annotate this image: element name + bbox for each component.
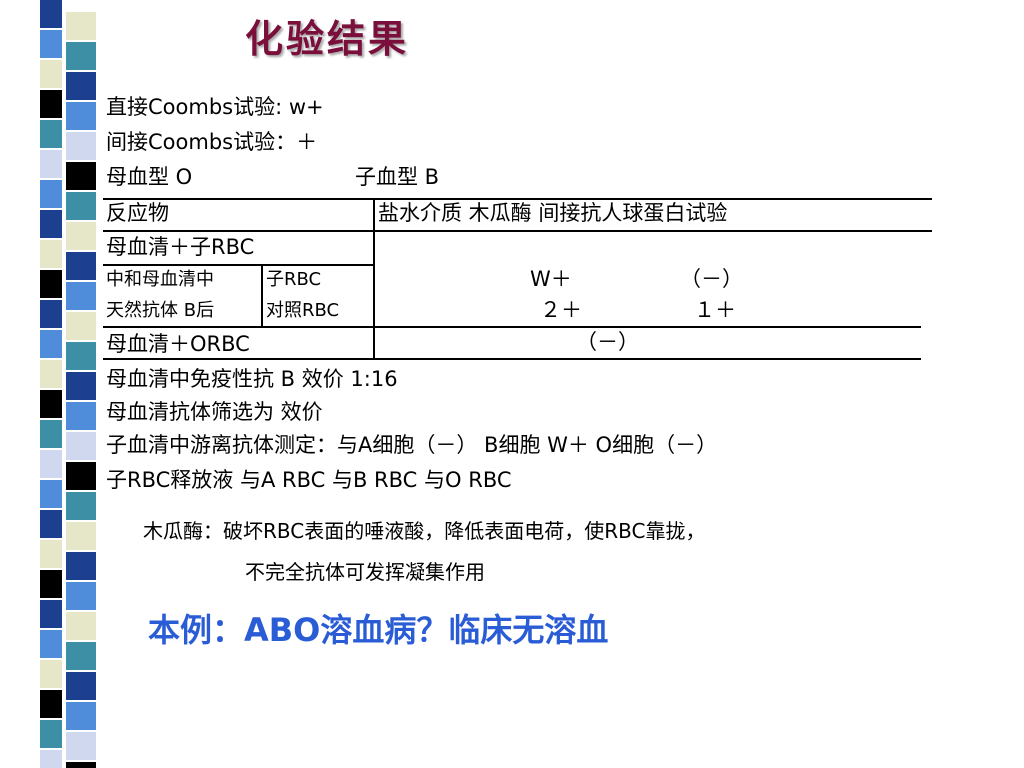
stripe-block — [40, 630, 62, 658]
table-rule-bottom — [103, 358, 921, 360]
stripe-block — [66, 402, 96, 430]
table-row3-cell: 对照RBC — [266, 300, 340, 321]
stripe-block — [40, 150, 62, 178]
stripe-block — [66, 192, 96, 220]
eluate-test: 子RBC释放液 与A RBC 与B RBC 与O RBC — [106, 468, 512, 492]
stripe-block — [66, 552, 96, 580]
stripe-block — [66, 12, 96, 40]
stripe-block — [66, 672, 96, 700]
table-rule-top — [103, 198, 932, 200]
stripe-block — [40, 420, 62, 448]
stripe-block — [66, 102, 96, 130]
stripe-block — [66, 762, 96, 768]
stripe-block — [66, 42, 96, 70]
table-row2-label: 中和母血清中 — [106, 269, 214, 290]
stripe-block — [40, 30, 62, 58]
table-rule-header — [103, 230, 932, 232]
stripe-block — [66, 432, 96, 460]
stripe-block — [66, 222, 96, 250]
conclusion: 本例：ABO溶血病？临床无溶血 — [148, 611, 609, 649]
stripe-block — [66, 312, 96, 340]
stripe-block — [40, 270, 62, 298]
stripe-block — [66, 372, 96, 400]
stripe-block — [40, 0, 62, 28]
stripe-block — [40, 510, 62, 538]
stripe-block — [66, 342, 96, 370]
table-rule-row1 — [103, 264, 375, 266]
table-row3-label: 天然抗体 B后 — [106, 300, 215, 321]
stripe-block — [66, 732, 96, 760]
stripe-block — [40, 180, 62, 208]
stripe-block — [40, 660, 62, 688]
maternal-antibody-titer: 母血清中免疫性抗 B 效价 1:16 — [106, 367, 398, 391]
stripe-block — [66, 282, 96, 310]
stripe-block — [66, 462, 96, 490]
stripe-block — [40, 570, 62, 598]
stripe-block — [40, 480, 62, 508]
stripe-block — [40, 120, 62, 148]
table-header-columns: 盐水介质 木瓜酶 间接抗人球蛋白试验 — [378, 201, 728, 225]
stripe-block — [66, 582, 96, 610]
free-antibody-test: 子血清中游离抗体测定：与A细胞（－） B细胞 W＋ O细胞（－） — [106, 433, 718, 457]
stripe-block — [66, 132, 96, 160]
stripe-block — [66, 642, 96, 670]
stripe-block — [66, 522, 96, 550]
table-row-mother-serum-child-rbc: 母血清＋子RBC — [106, 235, 255, 259]
table-header-reagent: 反应物 — [106, 201, 169, 225]
stripe-block — [40, 690, 62, 718]
papain-note-line1: 木瓜酶：破坏RBC表面的唾液酸，降低表面电荷，使RBC靠拢， — [143, 519, 706, 543]
table-row4-value: （－） — [576, 330, 639, 354]
stripe-block — [66, 492, 96, 520]
stripe-block — [66, 252, 96, 280]
mother-blood-type: 母血型 O — [106, 165, 193, 189]
table-row3-value-papain: ２＋ — [540, 298, 582, 322]
stripe-block — [66, 612, 96, 640]
stripe-block — [40, 720, 62, 748]
stripe-block — [40, 240, 62, 268]
stripe-block — [40, 60, 62, 88]
stripe-block — [66, 702, 96, 730]
stripe-block — [40, 540, 62, 568]
antibody-screen: 母血清抗体筛选为 效价 — [106, 400, 323, 424]
table-row3-value-iat: １＋ — [694, 298, 736, 322]
stripe-block — [40, 330, 62, 358]
papain-note-line2: 不完全抗体可发挥凝集作用 — [245, 560, 485, 584]
direct-coombs-line: 直接Coombs试验: w+ — [106, 95, 324, 119]
indirect-coombs-line: 间接Coombs试验：＋ — [106, 130, 318, 154]
stripe-block — [40, 390, 62, 418]
table-col-divider — [373, 198, 375, 359]
stripe-block — [40, 90, 62, 118]
decorative-stripe — [0, 0, 118, 768]
table-row-mother-serum-o-rbc: 母血清＋ORBC — [106, 332, 250, 356]
table-row2-value-papain: W＋ — [530, 267, 572, 291]
table-inner-divider — [261, 264, 263, 327]
table-row2-value-iat: （－） — [680, 267, 743, 291]
stripe-block — [40, 600, 62, 628]
stripe-block — [66, 162, 96, 190]
child-blood-type: 子血型 B — [355, 165, 440, 189]
slide-title: 化验结果 — [245, 17, 410, 61]
stripe-block — [40, 750, 62, 768]
table-row2-cell: 子RBC — [266, 269, 322, 290]
stripe-block — [66, 72, 96, 100]
table-rule-row3 — [103, 326, 921, 328]
stripe-block — [40, 360, 62, 388]
stripe-block — [40, 210, 62, 238]
stripe-block — [40, 450, 62, 478]
stripe-block — [40, 300, 62, 328]
